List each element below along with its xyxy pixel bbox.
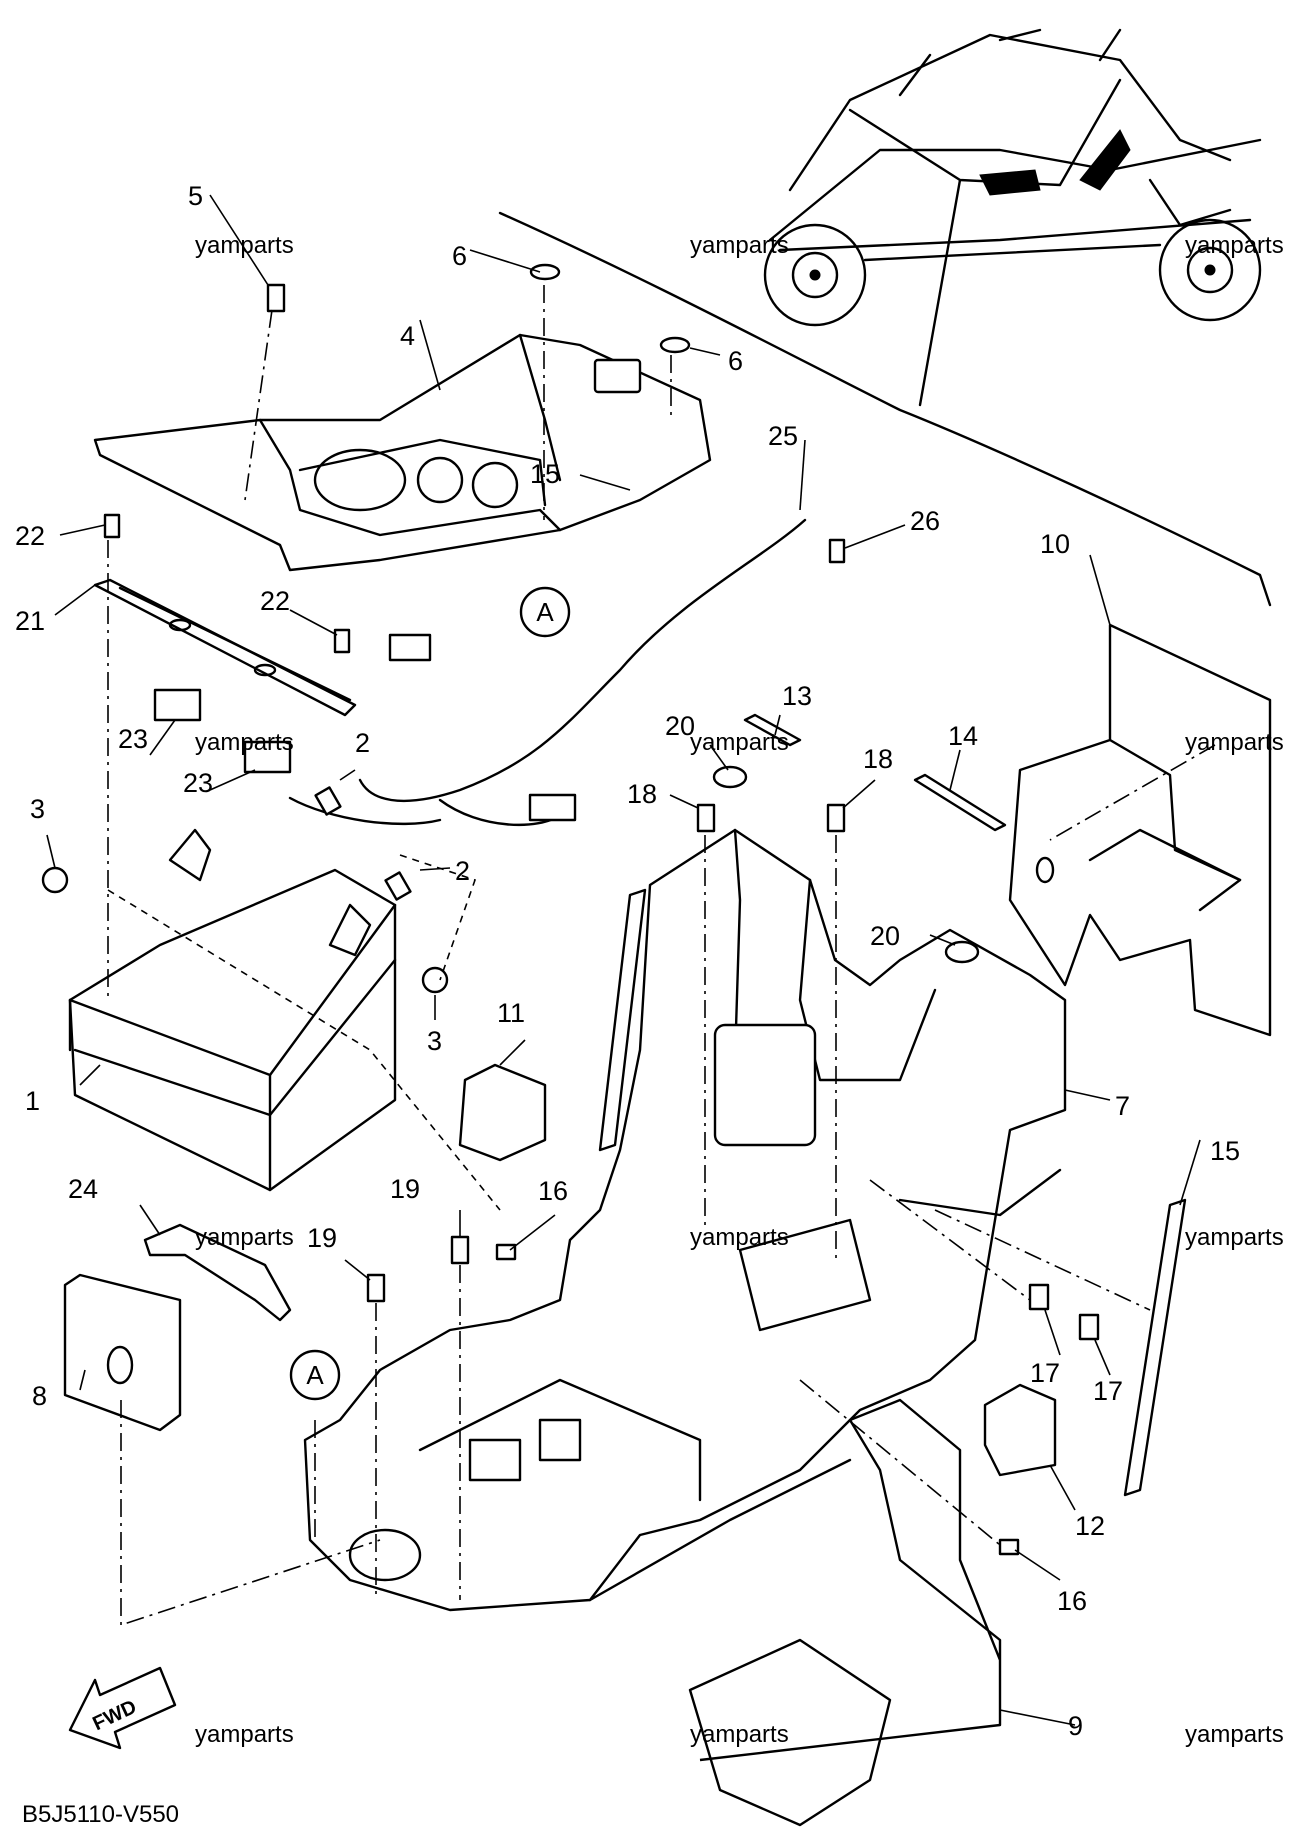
callout-6: 6 xyxy=(728,346,743,376)
part-4-battery-cover xyxy=(93,333,712,572)
part-26-screw xyxy=(828,538,846,564)
watermarks: yamparts yamparts yamparts yamparts yamp… xyxy=(195,232,1284,1748)
callout-15: 15 xyxy=(530,459,560,489)
callout-25: 25 xyxy=(768,421,798,451)
watermark-text: yamparts xyxy=(195,729,294,756)
callout-5: 5 xyxy=(188,181,203,211)
callout-2: 2 xyxy=(355,728,370,758)
part-2-bolt xyxy=(314,786,412,901)
part-6-clip xyxy=(529,263,691,354)
watermark-text: yamparts xyxy=(690,1721,789,1748)
watermark-text: yamparts xyxy=(1185,1224,1284,1251)
part-20-grommet xyxy=(712,765,980,964)
part-5-bolt xyxy=(266,283,286,313)
diagram-code: B5J5110-V550 xyxy=(22,1801,179,1828)
callout-23: 23 xyxy=(183,768,213,798)
part-1-battery xyxy=(68,828,397,1192)
watermark-text: yamparts xyxy=(690,729,789,756)
part-19-bolt xyxy=(366,1235,470,1303)
part-24-bracket xyxy=(143,1223,292,1322)
callout-13: 13 xyxy=(782,681,812,711)
watermark-text: yamparts xyxy=(195,1721,294,1748)
vehicle-thumbnail xyxy=(498,28,1272,607)
callout-3: 3 xyxy=(30,794,45,824)
assembly-lines xyxy=(107,285,1216,1627)
part-12-cover xyxy=(983,1383,1057,1477)
callout-12: 12 xyxy=(1075,1511,1105,1541)
reference-marker-a: A xyxy=(289,1349,341,1401)
part-3-nut xyxy=(41,866,449,994)
part-18-bolt xyxy=(696,803,846,833)
part-14-seal xyxy=(913,773,1007,832)
callout-3: 3 xyxy=(427,1026,442,1056)
callout-17: 17 xyxy=(1030,1358,1060,1388)
part-8-pad xyxy=(63,1273,182,1432)
part-17-clip xyxy=(1028,1283,1100,1341)
watermark-text: yamparts xyxy=(195,1224,294,1251)
part-13-seal xyxy=(743,713,802,747)
callout-18: 18 xyxy=(627,779,657,809)
callout-18: 18 xyxy=(863,744,893,774)
callout-16: 16 xyxy=(1057,1586,1087,1616)
callout-2: 2 xyxy=(455,856,470,886)
callout-22: 22 xyxy=(260,586,290,616)
callout-20: 20 xyxy=(870,921,900,951)
callout-22: 22 xyxy=(15,521,45,551)
callout-10: 10 xyxy=(1040,529,1070,559)
watermark-text: yamparts xyxy=(195,232,294,259)
callout-20: 20 xyxy=(665,711,695,741)
watermark-text: yamparts xyxy=(1185,232,1284,259)
callout-21: 21 xyxy=(15,606,45,636)
part-25-lead-wire xyxy=(288,518,807,827)
callout-11: 11 xyxy=(497,998,525,1028)
callout-24: 24 xyxy=(68,1174,98,1204)
callout-7: 7 xyxy=(1115,1091,1130,1121)
svg-text:A: A xyxy=(306,1360,324,1390)
part-9-tray xyxy=(688,1398,1002,1827)
callout-9: 9 xyxy=(1068,1711,1083,1741)
part-16-nut xyxy=(495,1243,1020,1556)
callout-8: 8 xyxy=(32,1381,47,1411)
callout-14: 14 xyxy=(948,721,978,751)
watermark-text: yamparts xyxy=(1185,1721,1284,1748)
watermark-text: yamparts xyxy=(690,232,789,259)
callout-6: 6 xyxy=(452,241,467,271)
part-15-seal xyxy=(598,888,1187,1497)
callout-16: 16 xyxy=(538,1176,568,1206)
callout-1: 1 xyxy=(25,1086,40,1116)
fwd-arrow-icon: FWD xyxy=(68,1666,177,1750)
callout-15: 15 xyxy=(1210,1136,1240,1166)
svg-text:A: A xyxy=(536,597,554,627)
callout-numbers: 1 2 2 3 3 4 5 6 6 7 8 9 10 11 12 13 14 1… xyxy=(15,181,1240,1741)
callout-23: 23 xyxy=(118,724,148,754)
leader-lines xyxy=(46,194,1201,1726)
watermark-text: yamparts xyxy=(690,1224,789,1251)
callout-17: 17 xyxy=(1093,1376,1123,1406)
part-11-cover xyxy=(458,1063,547,1162)
part-7-battery-box xyxy=(303,828,1067,1612)
part-22-bolt xyxy=(103,513,351,654)
callout-19: 19 xyxy=(307,1223,337,1253)
callout-26: 26 xyxy=(910,506,940,536)
callout-19: 19 xyxy=(390,1174,420,1204)
part-10-side-cover xyxy=(1008,623,1272,1037)
part-21-battery-band xyxy=(93,578,357,717)
part-23-damper xyxy=(153,688,292,774)
watermark-text: yamparts xyxy=(1185,729,1284,756)
callout-4: 4 xyxy=(400,321,415,351)
reference-marker-a: A xyxy=(519,586,571,638)
